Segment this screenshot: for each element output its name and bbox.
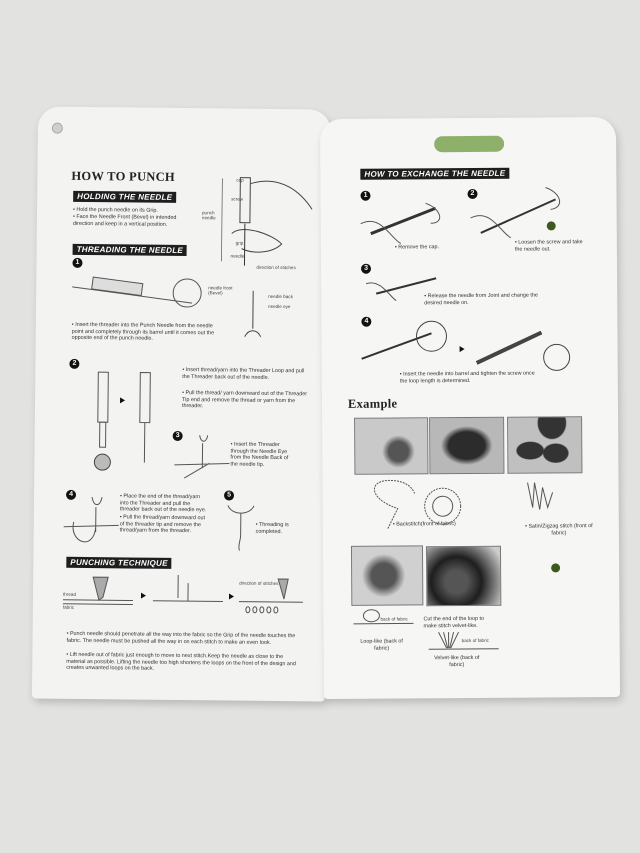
holding-bullet: • Face the Needle Front (Bevel) in inten… — [72, 213, 177, 228]
threading-heading: THREADING THE NEEDLE — [72, 243, 188, 257]
punching-technique-illustration — [62, 574, 303, 614]
satin-label: • Satin/Zigzag stitch (front of fabric) — [525, 523, 593, 537]
example-heading: Example — [347, 396, 398, 411]
holding-heading: HOLDING THE NEEDLE — [73, 190, 177, 203]
loosen-screw-illustration — [470, 186, 561, 239]
step-number: 2 — [69, 358, 80, 369]
loop-like-photo — [350, 545, 424, 606]
threading-step5-illustration — [227, 505, 255, 551]
label-direction: direction of stitches — [256, 264, 296, 271]
step-text: • Insert the threader into the Punch Nee… — [71, 321, 215, 342]
label-needle: needle — [230, 253, 245, 259]
velvet-like-label: Velvet-like (back of fabric) — [434, 654, 480, 668]
step-number: 1 — [72, 257, 83, 268]
threading-step4-illustration — [63, 496, 119, 543]
cut-loop-note: Cut the end of the loop to make stitch v… — [423, 615, 485, 629]
back-of-fabric-label: back of fabric — [461, 637, 489, 644]
right-instruction-card: HOW TO EXCHANGE THE NEEDLE 1 • Remove th… — [319, 116, 621, 700]
insert-needle-illustration — [361, 320, 571, 371]
page-title: HOW TO PUNCH — [71, 168, 176, 184]
label-grip: grip — [235, 240, 244, 246]
left-instruction-card: HOW TO PUNCH HOLDING THE NEEDLE • Hold t… — [31, 106, 332, 702]
step-text: • Pull the thread/ yarn downward out of … — [181, 390, 308, 410]
label-screw: screw — [231, 196, 244, 202]
step-number: 5 — [223, 490, 235, 501]
backstitch-diagram — [373, 480, 462, 529]
step-text: • Insert the needle into barrel and tigh… — [399, 370, 535, 385]
label-needle-eye: needle eye — [268, 303, 291, 310]
label-direction-stitches: direction of stitches — [239, 580, 279, 587]
step-text: • Loosen the screw and take the needle o… — [514, 239, 583, 253]
label-punch-needle: punch needle — [201, 210, 216, 221]
hanger-hole — [434, 135, 505, 153]
technique-bullet: • Lift needle out of fabric just enough … — [66, 651, 296, 672]
remove-cap-illustration — [360, 202, 441, 244]
technique-heading: PUNCHING TECHNIQUE — [66, 556, 172, 569]
loop-like-label: Loop-like (back of fabric) — [360, 638, 403, 652]
satin-stitch-diagram — [527, 482, 554, 510]
green-dot — [546, 221, 556, 231]
step-text: • Insert the Threader through the Needle… — [230, 441, 289, 468]
threading-step2-illustration — [93, 371, 151, 471]
step-text: • Insert thread/yarn into the Threader L… — [182, 367, 305, 381]
threader-insert-illustration — [72, 276, 202, 308]
label-fabric: fabric — [62, 604, 75, 610]
satin-example-photo — [507, 416, 583, 474]
label-cap: cap — [236, 177, 244, 183]
needle-tip-illustration — [244, 290, 262, 338]
velvet-like-diagram — [428, 631, 499, 650]
loop-like-diagram — [353, 609, 414, 625]
step-text: • Place the end of the thread/yarn into … — [119, 493, 207, 514]
backstitch-label: • Backstitch(front of fabric) — [392, 521, 456, 528]
exchange-heading: HOW TO EXCHANGE THE NEEDLE — [360, 167, 510, 180]
technique-bullet: • Punch needle should penetrate all the … — [66, 630, 296, 646]
step-text: • Pull the thread/yarn downward out of t… — [119, 514, 206, 535]
backstitch-example-photo — [354, 417, 429, 475]
back-of-fabric-label: back of fabric — [380, 616, 408, 622]
release-needle-illustration — [365, 277, 437, 301]
holding-needle-illustration — [221, 177, 313, 266]
step-number: 1 — [360, 190, 371, 201]
hanger-hole — [51, 122, 63, 134]
green-dot — [551, 563, 561, 573]
step-text: • Remove the cap. — [394, 244, 440, 251]
label-needle-back: needle back — [268, 293, 293, 300]
step-text: • Threading is completed. — [255, 521, 289, 535]
threading-step3-illustration — [174, 435, 230, 479]
velvet-like-photo — [425, 545, 502, 607]
step-text: • Release the needle from Joint and chan… — [424, 292, 538, 306]
label-thread: thread — [62, 591, 77, 597]
filled-example-photo — [429, 416, 505, 475]
